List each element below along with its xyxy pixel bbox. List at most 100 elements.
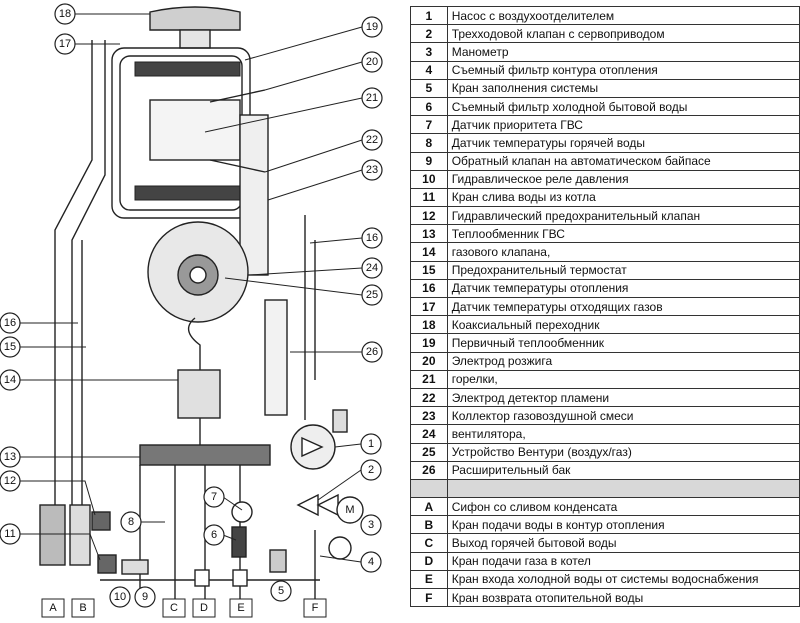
legend-key: 23 (410, 406, 448, 426)
legend-key: 21 (410, 369, 448, 389)
legend-key: 8 (410, 133, 448, 153)
legend-text: Первичный теплообменник (446, 333, 800, 353)
legend-key: 25 (410, 442, 448, 462)
legend-text: Съемный фильтр холодной бытовой воды (446, 96, 800, 117)
legend-text: Электрод розжига (446, 351, 800, 371)
legend-text: Насос с воздухоотделителем (446, 5, 800, 26)
gas-valve (177, 369, 221, 419)
legend-key: 17 (410, 296, 448, 317)
callout-21: 21 (366, 92, 378, 104)
legend-key: 7 (410, 115, 448, 135)
callout-17: 17 (59, 38, 71, 50)
legend-key: 2 (410, 24, 448, 44)
burner (149, 99, 241, 161)
connection-a: A (49, 602, 57, 614)
legend-key: C (410, 533, 448, 553)
callout-26: 26 (366, 346, 378, 358)
legend-key: B (410, 515, 448, 535)
legend-key: 1 (410, 5, 448, 26)
callout-14: 14 (4, 374, 16, 386)
left-pipes (54, 40, 106, 505)
coaxial-adapter (149, 6, 241, 31)
flue-neck (179, 29, 211, 49)
legend-key: 19 (410, 333, 448, 353)
callout-13: 13 (4, 451, 16, 463)
callout-2: 2 (368, 464, 374, 476)
legend-text: Теплообменник ГВС (446, 224, 800, 244)
legend-text: Коллектор газовоздушной смеси (446, 406, 800, 426)
callout-16-right: 16 (366, 232, 378, 244)
callout-20: 20 (366, 56, 378, 68)
callout-12: 12 (4, 475, 16, 487)
callout-6: 6 (211, 529, 217, 541)
legend-text: Устройство Вентури (воздух/газ) (446, 442, 800, 462)
callout-11: 11 (4, 528, 15, 540)
legend-text: Обратный клапан на автоматическом байпас… (446, 151, 800, 171)
legend-key: 14 (410, 242, 448, 262)
legend-key: 26 (410, 460, 448, 480)
motor (336, 496, 364, 524)
legend-text: Кран входа холодной воды от системы водо… (446, 569, 800, 590)
heat-exchanger-coils-top (134, 61, 241, 201)
legend-text: Гидравлический предохранительный клапан (446, 206, 800, 226)
legend-key: 10 (410, 169, 448, 189)
callout-7: 7 (211, 491, 217, 503)
legend-key: F (410, 587, 448, 608)
legend-key: 18 (410, 315, 448, 335)
legend-text: Датчик приоритета ГВС (446, 115, 800, 135)
legend-text: Выход горячей бытовой воды (446, 533, 800, 553)
legend-key: 20 (410, 351, 448, 371)
legend-text: Датчик температуры отходящих газов (446, 296, 800, 317)
legend-text: Кран возврата отопительной воды (446, 587, 800, 608)
legend-text: Датчик температуры отопления (446, 278, 800, 299)
legend-key: 3 (410, 42, 448, 62)
legend-text: Кран подачи воды в контур отопления (446, 515, 800, 535)
legend-text: Сифон со сливом конденсата (446, 497, 800, 517)
callout-16-left: 16 (4, 317, 16, 329)
legend-text: Съемный фильтр контура отопления (446, 60, 800, 80)
callout-24: 24 (366, 262, 378, 274)
legend-text: Предохранительный термостат (446, 260, 800, 280)
legend-text: Трехходовой клапан с сервоприводом (446, 24, 800, 44)
legend-text: Кран слива воды из котла (446, 187, 800, 208)
expansion-tank (264, 299, 288, 416)
boiler-schematic: 18 17 19 20 21 22 23 16 24 25 26 16 15 1… (0, 3, 383, 618)
callout-4: 4 (368, 556, 374, 568)
legend-text: Гидравлическое реле давления (446, 169, 800, 189)
legend-key: D (410, 551, 448, 571)
legend-text: Датчик температуры горячей воды (446, 133, 800, 153)
legend-key: 6 (410, 96, 448, 117)
legend-key: 11 (410, 187, 448, 208)
legend-text: вентилятора, (446, 424, 800, 444)
legend-key (410, 478, 448, 499)
dhw-heat-exchanger (139, 444, 271, 466)
three-way-valve (296, 493, 339, 517)
legend-key: 9 (410, 151, 448, 171)
legend-row (410, 478, 800, 499)
legend-key: 13 (410, 224, 448, 244)
legend-text: Кран заполнения системы (446, 78, 800, 98)
callout-15: 15 (4, 341, 16, 353)
legend-key: 22 (410, 387, 448, 408)
callout-5: 5 (278, 585, 284, 597)
legend-text: горелки, (446, 369, 800, 389)
legend-key: 5 (410, 78, 448, 98)
